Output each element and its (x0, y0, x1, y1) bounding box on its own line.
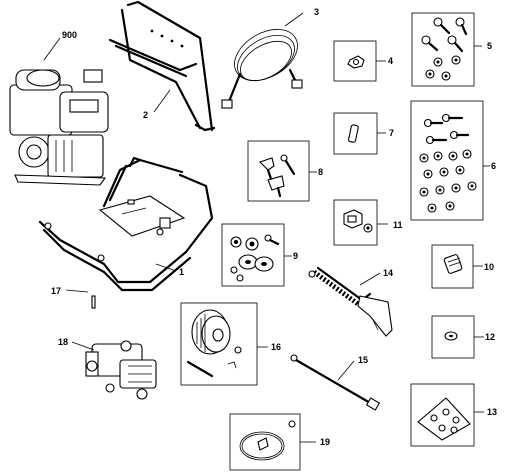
bolt-kit-part (421, 17, 468, 81)
callout-15: 15 (358, 355, 368, 365)
o-ring-part (444, 331, 458, 341)
leader-14 (359, 272, 381, 286)
lance-part (290, 354, 381, 411)
callout-16: 16 (271, 342, 281, 352)
wheel-kit-part (186, 309, 242, 378)
frame-part (38, 156, 214, 292)
callout-6: 6 (491, 161, 496, 171)
pin-part (91, 295, 96, 309)
callout-11: 11 (393, 220, 403, 230)
callout-7: 7 (389, 128, 394, 138)
leader-1 (155, 263, 177, 272)
leader-17 (65, 289, 89, 293)
engine-part (9, 69, 109, 186)
callout-19: 19 (320, 437, 330, 447)
nozzle-kit-part (417, 397, 471, 441)
spray-gun-part (308, 266, 393, 337)
leader-2 (153, 89, 171, 113)
cleaning-kit-part (239, 420, 296, 461)
callout-9: 9 (293, 251, 298, 261)
callout-5: 5 (487, 41, 492, 51)
callout-4: 4 (388, 56, 393, 66)
pump-part (85, 340, 157, 400)
callout-3: 3 (314, 7, 319, 17)
part-box-9 (221, 223, 285, 287)
callout-13: 13 (487, 407, 497, 417)
fitting-part (343, 209, 373, 233)
callout-8: 8 (318, 167, 323, 177)
fastener-kit-part (419, 113, 477, 213)
handle-part (108, 0, 216, 132)
wheel-hardware-part (230, 234, 280, 282)
nut-part (347, 55, 365, 69)
callout-1: 1 (179, 267, 184, 277)
coupler-part (443, 254, 463, 274)
knob-kit-part (258, 154, 296, 198)
callout-10: 10 (484, 262, 494, 272)
callout-17: 17 (51, 286, 61, 296)
leader-18 (71, 341, 95, 351)
callout-900: 900 (62, 30, 77, 40)
callout-14: 14 (383, 268, 393, 278)
leader-3 (284, 12, 304, 27)
callout-18: 18 (58, 337, 68, 347)
callout-12: 12 (485, 332, 495, 342)
leader-15 (337, 360, 355, 381)
key-part (348, 124, 359, 143)
leader-900 (43, 37, 61, 61)
hose-part (221, 29, 303, 109)
callout-2: 2 (143, 110, 148, 120)
